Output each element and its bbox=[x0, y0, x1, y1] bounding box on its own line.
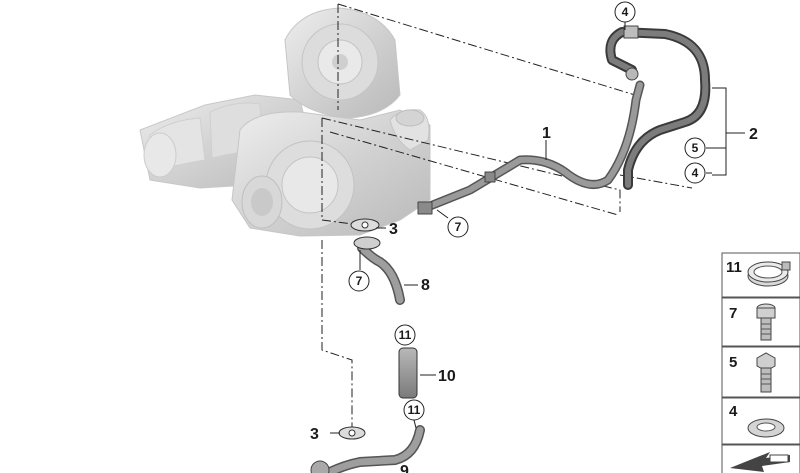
gasket-mid bbox=[353, 236, 381, 250]
svg-text:4: 4 bbox=[622, 5, 629, 19]
sealing-ring-icon bbox=[747, 418, 785, 438]
circled-callout-7-right: 7 bbox=[447, 216, 469, 238]
circled-callout-11-lower: 11 bbox=[403, 399, 425, 421]
svg-text:7: 7 bbox=[455, 220, 462, 234]
legend-number-4: 4 bbox=[729, 403, 738, 420]
legend-row-tool bbox=[721, 444, 800, 473]
svg-text:11: 11 bbox=[408, 403, 421, 417]
oil-supply-line bbox=[417, 80, 645, 215]
gasket-lower bbox=[338, 426, 366, 440]
callout-1: 1 bbox=[542, 125, 551, 142]
callout-2: 2 bbox=[749, 126, 758, 143]
callout-3-upper: 3 bbox=[389, 221, 398, 238]
circled-callout-4-mid: 4 bbox=[684, 162, 706, 184]
svg-text:5: 5 bbox=[692, 141, 699, 155]
circled-callout-4-top: 4 bbox=[614, 1, 636, 23]
circled-callout-7-left: 7 bbox=[348, 270, 370, 292]
rubber-hose bbox=[398, 347, 418, 399]
legend-row-11: 11 bbox=[721, 252, 800, 298]
callout-bracket-2 bbox=[706, 87, 745, 176]
parts-legend: 11 7 5 bbox=[721, 252, 800, 473]
svg-text:11: 11 bbox=[399, 328, 412, 342]
circled-callout-5: 5 bbox=[684, 137, 706, 159]
return-pipe bbox=[310, 425, 425, 473]
callout-8: 8 bbox=[421, 277, 430, 294]
circled-callout-11-upper: 11 bbox=[394, 324, 416, 346]
legend-number-7: 7 bbox=[729, 305, 737, 322]
hex-bolt-icon bbox=[756, 352, 776, 393]
callout-3-lower: 3 bbox=[310, 426, 319, 443]
svg-text:4: 4 bbox=[692, 166, 699, 180]
turbocharger-assembly bbox=[139, 7, 431, 237]
legend-number-5: 5 bbox=[729, 354, 737, 371]
svg-text:7: 7 bbox=[356, 274, 363, 288]
lower-pipe bbox=[357, 243, 405, 305]
alignment-lines bbox=[321, 3, 693, 430]
legend-row-4: 4 bbox=[721, 397, 800, 445]
oil-hose bbox=[605, 25, 711, 190]
gasket-upper bbox=[350, 218, 380, 232]
hollow-bolt-icon bbox=[756, 303, 776, 341]
callout-9: 9 bbox=[400, 463, 409, 473]
callout-10: 10 bbox=[438, 368, 456, 385]
hose-clamp-icon bbox=[747, 261, 791, 287]
arrow-tool-icon bbox=[730, 452, 790, 472]
legend-row-5: 5 bbox=[721, 346, 800, 398]
legend-row-7: 7 bbox=[721, 297, 800, 347]
legend-number-11: 11 bbox=[726, 259, 742, 276]
